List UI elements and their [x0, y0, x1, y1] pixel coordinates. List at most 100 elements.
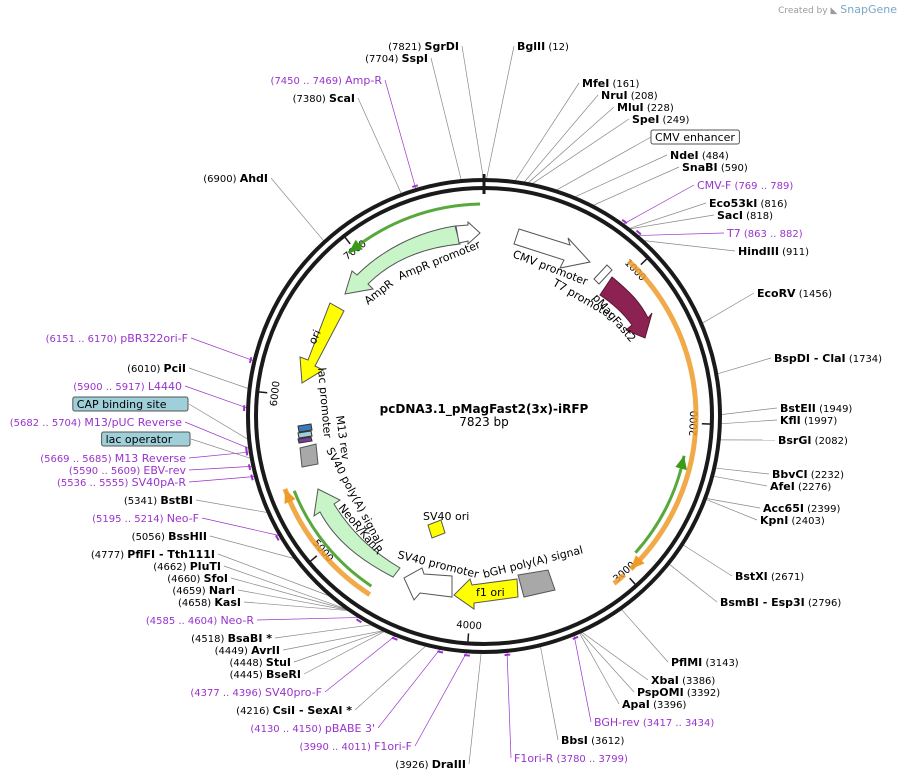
bgh-polya-box[interactable]: [517, 569, 556, 598]
site-bsmbi-esp3i[interactable]: BsmBI - Esp3I (2796): [720, 596, 841, 609]
scale-tick: [257, 390, 268, 394]
sv40-promoter-arrow[interactable]: [403, 567, 453, 601]
site-scai[interactable]: (7380) ScaI: [293, 92, 355, 105]
cmv-enhancer-box[interactable]: [650, 129, 740, 145]
site-bstxi[interactable]: BstXI (2671): [735, 570, 804, 583]
site-pcii[interactable]: (6010) PciI: [127, 362, 186, 375]
site-bglii[interactable]: BglII (12): [517, 40, 569, 53]
site-nrui[interactable]: NruI (208): [601, 89, 658, 102]
primer-leader-l4440: [184, 385, 249, 409]
primer-name: SV40pA-R: [132, 476, 187, 489]
site-apai[interactable]: ApaI (3396): [622, 698, 686, 711]
site-name: BsrGI: [778, 434, 811, 447]
m13-rev-marker[interactable]: [297, 423, 313, 433]
primer-leader-f1ori-f: [414, 651, 468, 747]
scale-tick: [467, 633, 470, 644]
site-position: (2276): [798, 482, 831, 493]
sv40-polya-box[interactable]: [299, 443, 319, 468]
site-bsabi[interactable]: (4518) BsaBI *: [191, 632, 272, 645]
site-mlui[interactable]: MluI (228): [617, 101, 674, 114]
site-ecorv[interactable]: EcoRV (1456): [757, 287, 832, 300]
site-pspomi[interactable]: PspOMI (3392): [637, 686, 720, 699]
cap-binding-site-marker[interactable]: [297, 430, 313, 439]
primer-pbr322ori-f[interactable]: (6151 .. 6170) pBR322ori-F: [46, 332, 188, 345]
site-eco53ki[interactable]: Eco53kI (816): [709, 197, 787, 210]
primer-range: (7450 .. 7469): [271, 76, 343, 87]
leader-sfoi: [230, 577, 351, 611]
primer-m13-reverse[interactable]: (5669 .. 5685) M13 Reverse: [40, 452, 186, 465]
site-bbvci[interactable]: BbvCI (2232): [772, 468, 844, 481]
primer-l4440[interactable]: (5900 .. 5917) L4440: [73, 380, 182, 393]
site-bseri[interactable]: (4445) BseRI: [230, 668, 301, 681]
site-position: (3392): [687, 688, 720, 699]
primer-sv40pro-f[interactable]: (4377 .. 4396) SV40pro-F: [190, 686, 322, 699]
site-name: BsmBI - Esp3I: [720, 596, 805, 609]
site-name: ApaI: [622, 698, 650, 711]
primer-range: (3417 .. 3434): [643, 718, 715, 729]
site-saci[interactable]: SacI (818): [717, 209, 773, 222]
site-kasi[interactable]: (4658) KasI: [178, 596, 241, 609]
site-bspdi-clai[interactable]: BspDI - ClaI (1734): [774, 352, 882, 365]
primer-name: L4440: [148, 380, 182, 393]
lac-operator-box[interactable]: [101, 431, 191, 447]
primer-bgh-rev[interactable]: BGH-rev (3417 .. 3434): [594, 716, 714, 729]
site-bsrgi[interactable]: BsrGI (2082): [778, 434, 848, 447]
primer-mark-pbabe-3: [437, 650, 444, 654]
site-pluti[interactable]: (4662) PluTI: [153, 560, 221, 573]
primer-cmv-f[interactable]: CMV-F (769 .. 789): [697, 179, 793, 192]
site-sspi[interactable]: (7704) SspI: [365, 52, 428, 65]
primer-f1ori-f[interactable]: (3990 .. 4011) F1ori-F: [299, 740, 412, 753]
cap-binding-site-box[interactable]: [72, 396, 189, 412]
site-pflfi-tth111i[interactable]: (4777) PflFI - Tth111I: [91, 548, 215, 561]
site-xbai[interactable]: XbaI (3386): [651, 674, 715, 687]
primer-m13-puc-reverse[interactable]: (5682 .. 5704) M13/pUC Reverse: [10, 416, 182, 429]
site-sgrdi[interactable]: (7821) SgrDI: [388, 40, 459, 53]
t7-promoter-arrow[interactable]: [593, 264, 613, 285]
site-name: Eco53kI: [709, 197, 757, 210]
ori-arrow[interactable]: [299, 302, 345, 384]
site-ndei[interactable]: NdeI (484): [670, 149, 729, 162]
primer-ebv-rev[interactable]: (5590 .. 5609) EBV-rev: [69, 464, 187, 477]
site-kpni[interactable]: KpnI (2403): [760, 514, 825, 527]
site-mfei[interactable]: MfeI (161): [582, 77, 639, 90]
primer-name: M13/pUC Reverse: [84, 416, 182, 429]
site-ahdi[interactable]: (6900) AhdI: [203, 172, 268, 185]
site-stui[interactable]: (4448) StuI: [229, 656, 291, 669]
site-nari[interactable]: (4659) NarI: [172, 584, 235, 597]
leader-pspomi: [579, 631, 635, 693]
cmv-promoter-arrow[interactable]: [513, 228, 591, 269]
site-afei[interactable]: AfeI (2276): [770, 480, 831, 493]
lac-operator-marker[interactable]: [297, 436, 313, 444]
scale-tick: [640, 257, 649, 266]
site-acc65i[interactable]: Acc65I (2399): [763, 502, 841, 515]
leader-bglii: [485, 45, 515, 181]
site-snabi[interactable]: SnaBI (590): [682, 161, 748, 174]
ampr-arrow[interactable]: [344, 225, 461, 295]
primer-sv40pa-r[interactable]: (5536 .. 5555) SV40pA-R: [57, 476, 186, 489]
site-hindiii[interactable]: HindIII (911): [738, 245, 809, 258]
neor-kanr-arrow[interactable]: [313, 488, 401, 578]
primer-neo-r[interactable]: (4585 .. 4604) Neo-R: [146, 614, 255, 627]
site-bsshii[interactable]: (5056) BssHII: [132, 530, 207, 543]
f1-ori-arrow[interactable]: [453, 578, 519, 610]
site-avrii[interactable]: (4449) AvrII: [215, 644, 280, 657]
primer-f1ori-r[interactable]: F1ori-R (3780 .. 3799): [514, 752, 628, 765]
primer-t7[interactable]: T7 (863 .. 882): [726, 227, 803, 240]
site-csii-sexai[interactable]: (4216) CsiI - SexAI *: [236, 704, 352, 717]
site-bstbi[interactable]: (5341) BstBI: [124, 494, 193, 507]
leader-eco53ki: [627, 202, 707, 230]
primer-neo-f[interactable]: (5195 .. 5214) Neo-F: [92, 512, 199, 525]
site-kfli[interactable]: KflI (1997): [780, 414, 837, 427]
site-draiii[interactable]: (3926) DraIII: [395, 758, 466, 771]
site-bbsi[interactable]: BbsI (3612): [561, 734, 624, 747]
leader-cap-binding-site: [188, 403, 250, 441]
sv40-ori-box[interactable]: [427, 519, 446, 539]
pmagfast2-arrow[interactable]: [599, 276, 653, 339]
ampr-promoter-arrow[interactable]: [455, 220, 481, 246]
site-sfoi[interactable]: (4660) SfoI: [167, 572, 228, 585]
site-spei[interactable]: SpeI (249): [632, 113, 690, 126]
primer-amp-r[interactable]: (7450 .. 7469) Amp-R: [271, 74, 383, 87]
primer-pbabe-3[interactable]: (4130 .. 4150) pBABE 3': [250, 722, 375, 735]
site-bsteii[interactable]: BstEII (1949): [780, 402, 852, 415]
site-pflmi[interactable]: PflMI (3143): [671, 656, 739, 669]
